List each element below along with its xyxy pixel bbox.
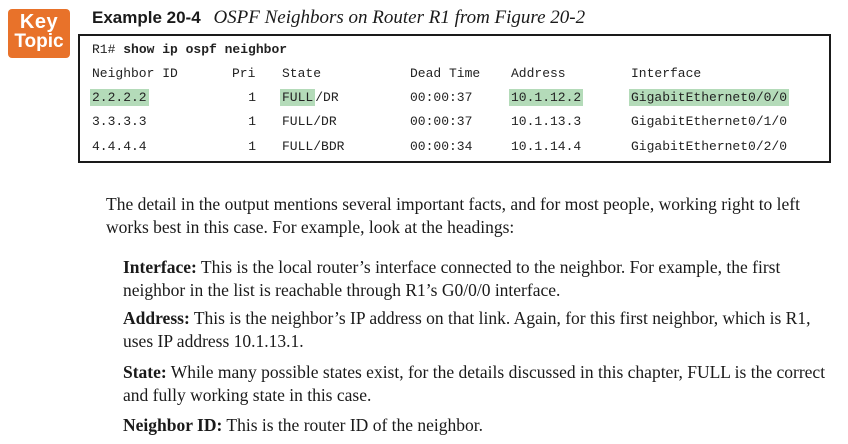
cell-state: FULL/DR	[282, 111, 337, 133]
cell-address: 10.1.14.4	[511, 139, 582, 154]
definition-address: Address: This is the neighbor’s IP addre…	[123, 307, 833, 353]
definition-text: While many possible states exist, for th…	[123, 362, 826, 405]
cell-dead-time: 00:00:37	[410, 114, 473, 129]
definition-text: This is the local router’s interface con…	[123, 257, 781, 300]
cell-dead-time: 00:00:34	[410, 139, 473, 154]
definition-state: State: While many possible states exist,…	[123, 361, 833, 407]
cell-interface: GigabitEthernet0/1/0	[631, 114, 788, 129]
cell-neighbor-id: 2.2.2.2	[90, 87, 149, 109]
header-neighbor-id: Neighbor ID	[92, 66, 178, 81]
definition-term: State:	[123, 362, 167, 382]
header-interface: Interface	[631, 66, 702, 81]
header-pri: Pri	[232, 66, 256, 81]
definition-term: Neighbor ID:	[123, 415, 223, 435]
state-role: /DR	[315, 90, 339, 105]
table-row: 2.2.2.2 1 FULL/DR 00:00:37 10.1.12.2 Gig…	[80, 87, 829, 109]
cli-prompt: R1#	[92, 42, 116, 57]
cell-pri: 1	[248, 114, 256, 129]
cell-interface: GigabitEthernet0/0/0	[629, 87, 790, 109]
cell-interface: GigabitEthernet0/2/0	[631, 139, 788, 154]
table-row: 4.4.4.4 1 FULL/BDR 00:00:34 10.1.14.4 Gi…	[80, 136, 829, 158]
definition-neighbor-id: Neighbor ID: This is the router ID of th…	[123, 414, 833, 437]
header-dead-time: Dead Time	[410, 66, 481, 81]
header-address: Address	[511, 66, 566, 81]
definition-text: This is the router ID of the neighbor.	[222, 415, 484, 435]
definition-text: This is the neighbor’s IP address on tha…	[123, 308, 811, 351]
state-main: FULL	[282, 139, 314, 154]
highlight-address: 10.1.12.2	[509, 89, 584, 106]
cli-command-line: R1# show ip ospf neighbor	[92, 42, 287, 57]
cell-neighbor-id: 3.3.3.3	[92, 114, 147, 129]
cell-address: 10.1.12.2	[509, 87, 584, 109]
definition-interface: Interface: This is the local router’s in…	[123, 256, 833, 302]
definition-term: Address:	[123, 308, 190, 328]
cell-pri: 1	[248, 90, 256, 105]
cell-neighbor-id: 4.4.4.4	[92, 139, 147, 154]
key-topic-line1: Key	[19, 11, 59, 33]
cell-dead-time: 00:00:37	[410, 90, 473, 105]
key-topic-badge: Key Topic	[8, 9, 70, 58]
intro-paragraph: The detail in the output mentions severa…	[106, 194, 801, 237]
state-role: /BDR	[313, 139, 345, 154]
highlight-interface: GigabitEthernet0/0/0	[629, 89, 790, 106]
highlight-neighbor-id: 2.2.2.2	[90, 89, 149, 106]
example-caption: OSPF Neighbors on Router R1 from Figure …	[213, 7, 586, 28]
cell-address: 10.1.13.3	[511, 114, 582, 129]
example-number: Example 20-4	[92, 8, 201, 27]
cli-command: show ip ospf neighbor	[123, 42, 288, 57]
state-main: FULL	[282, 114, 314, 129]
header-state: State	[282, 66, 322, 81]
cell-state: FULL/BDR	[282, 136, 344, 158]
table-header-row: Neighbor ID Pri State Dead Time Address …	[80, 63, 829, 85]
highlight-state: FULL	[280, 89, 316, 106]
cell-pri: 1	[248, 139, 256, 154]
definition-term: Interface:	[123, 257, 197, 277]
example-title: Example 20-4 OSPF Neighbors on Router R1…	[92, 6, 585, 30]
state-role: /DR	[313, 114, 337, 129]
table-row: 3.3.3.3 1 FULL/DR 00:00:37 10.1.13.3 Gig…	[80, 111, 829, 133]
key-topic-line2: Topic	[14, 31, 64, 52]
cli-output-box: R1# show ip ospf neighbor Neighbor ID Pr…	[78, 34, 831, 163]
cell-state: FULL/DR	[280, 87, 339, 109]
